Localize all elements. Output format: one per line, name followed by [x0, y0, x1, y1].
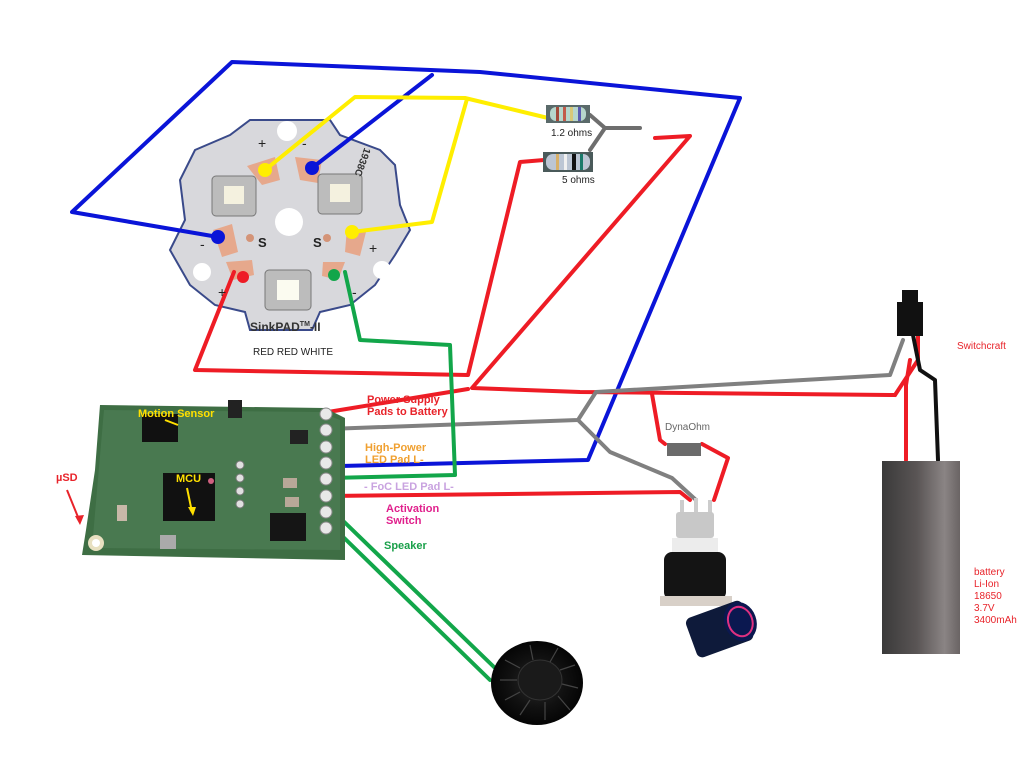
switchcraft-label: Switchcraft — [957, 341, 1006, 352]
battery-spec-label: battery Li-Ion 18650 3.7V 3400mAh — [974, 567, 1017, 627]
speaker — [491, 641, 583, 725]
led-emitter — [317, 173, 363, 215]
wire-green-3 — [334, 528, 492, 682]
led-emitter — [211, 175, 257, 217]
switchcraft-connector — [897, 290, 923, 336]
wire-yellow-1 — [263, 95, 550, 172]
label-line: High-Power — [365, 442, 427, 454]
mount-hole — [193, 263, 211, 281]
wire-blue-1 — [70, 60, 742, 468]
label-line: Activation — [386, 503, 440, 515]
wire-blue-2 — [310, 73, 434, 170]
label-power-supply-pads: Power Supply Pads to Battery — [367, 394, 448, 418]
dynaohm-component — [667, 443, 701, 456]
wire-red-6 — [700, 442, 730, 502]
pad-mark-minus: - — [352, 284, 357, 300]
resistor-1-2-ohm — [546, 105, 590, 123]
wire-red-7 — [904, 358, 912, 462]
wire-red-1 — [193, 158, 546, 377]
trademark: TM — [299, 321, 310, 328]
wire-red-4 — [326, 490, 692, 502]
wire-gray-2 — [576, 418, 698, 502]
wire-red-5 — [650, 392, 667, 446]
pad-mark-minus: - — [200, 236, 205, 252]
battery-line: 3400mAh — [974, 615, 1017, 626]
label-line: Power Supply — [367, 394, 440, 406]
pad-mark-s: S — [258, 235, 267, 250]
battery-line: 3.7V — [974, 603, 995, 614]
label-speaker: Speaker — [384, 540, 427, 552]
label-line: Pads to Battery — [367, 406, 448, 418]
pad-mark-s: S — [313, 235, 322, 250]
center-hole — [275, 208, 303, 236]
blue-solder-dot — [305, 161, 319, 175]
sinkpad-label: SinkPADTM-II — [250, 320, 321, 334]
yellow-solder-dot — [258, 163, 272, 177]
resistor-5-ohm — [543, 152, 593, 172]
motion-sensor-label: Motion Sensor — [138, 408, 215, 420]
wire-gray-1 — [326, 338, 905, 431]
dynaohm-label: DynaOhm — [665, 422, 711, 433]
mcu-label: MCU — [176, 473, 202, 485]
blue-solder-dot — [211, 230, 225, 244]
battery-line: battery — [974, 567, 1005, 578]
wire-black — [908, 318, 940, 462]
label-activation-switch: Activation Switch — [386, 503, 439, 527]
sinkpad-name: SinkPAD — [250, 320, 300, 334]
pad-mark-plus: + — [369, 240, 378, 256]
battery-line: 18650 — [974, 591, 1002, 602]
motion-sensor-chip — [142, 414, 178, 442]
label-high-power-led-pad: High-Power LED Pad L- — [365, 442, 426, 466]
resistor-label-5-ohms: 5 ohms — [562, 175, 595, 186]
green-solder-dot — [328, 269, 340, 281]
battery-cell — [882, 461, 960, 654]
label-foc-led-pad: - FoC LED Pad L- — [364, 481, 454, 493]
mount-hole — [277, 121, 297, 141]
wire-yellow-2 — [350, 97, 469, 234]
label-line: LED Pad L- — [365, 454, 424, 466]
label-line: Switch — [386, 515, 422, 527]
led-color-caption: RED RED WHITE — [253, 347, 333, 358]
sinkpad-suffix: -II — [309, 320, 321, 334]
wires — [70, 60, 940, 682]
red-solder-dot — [237, 271, 249, 283]
led-emitter — [264, 269, 312, 311]
wire-gray-3 — [588, 113, 642, 152]
pad-mark-plus: + — [258, 135, 267, 151]
activation-switch — [660, 498, 757, 658]
motion-arrow — [164, 419, 179, 426]
resistor-label-1-2-ohms: 1.2 ohms — [551, 128, 593, 139]
usd-label: µSD — [56, 472, 78, 484]
yellow-solder-dot — [345, 225, 359, 239]
controller-pcb — [82, 400, 345, 560]
pad-mark-plus: + — [218, 284, 227, 300]
wire-green-2 — [334, 512, 497, 670]
wire-red-3 — [326, 387, 470, 414]
mount-hole — [373, 261, 391, 279]
battery-line: Li-Ion — [974, 579, 1000, 590]
pad-mark-minus: - — [302, 135, 307, 151]
wire-red-2 — [470, 134, 897, 397]
wire-green-1 — [328, 270, 457, 480]
